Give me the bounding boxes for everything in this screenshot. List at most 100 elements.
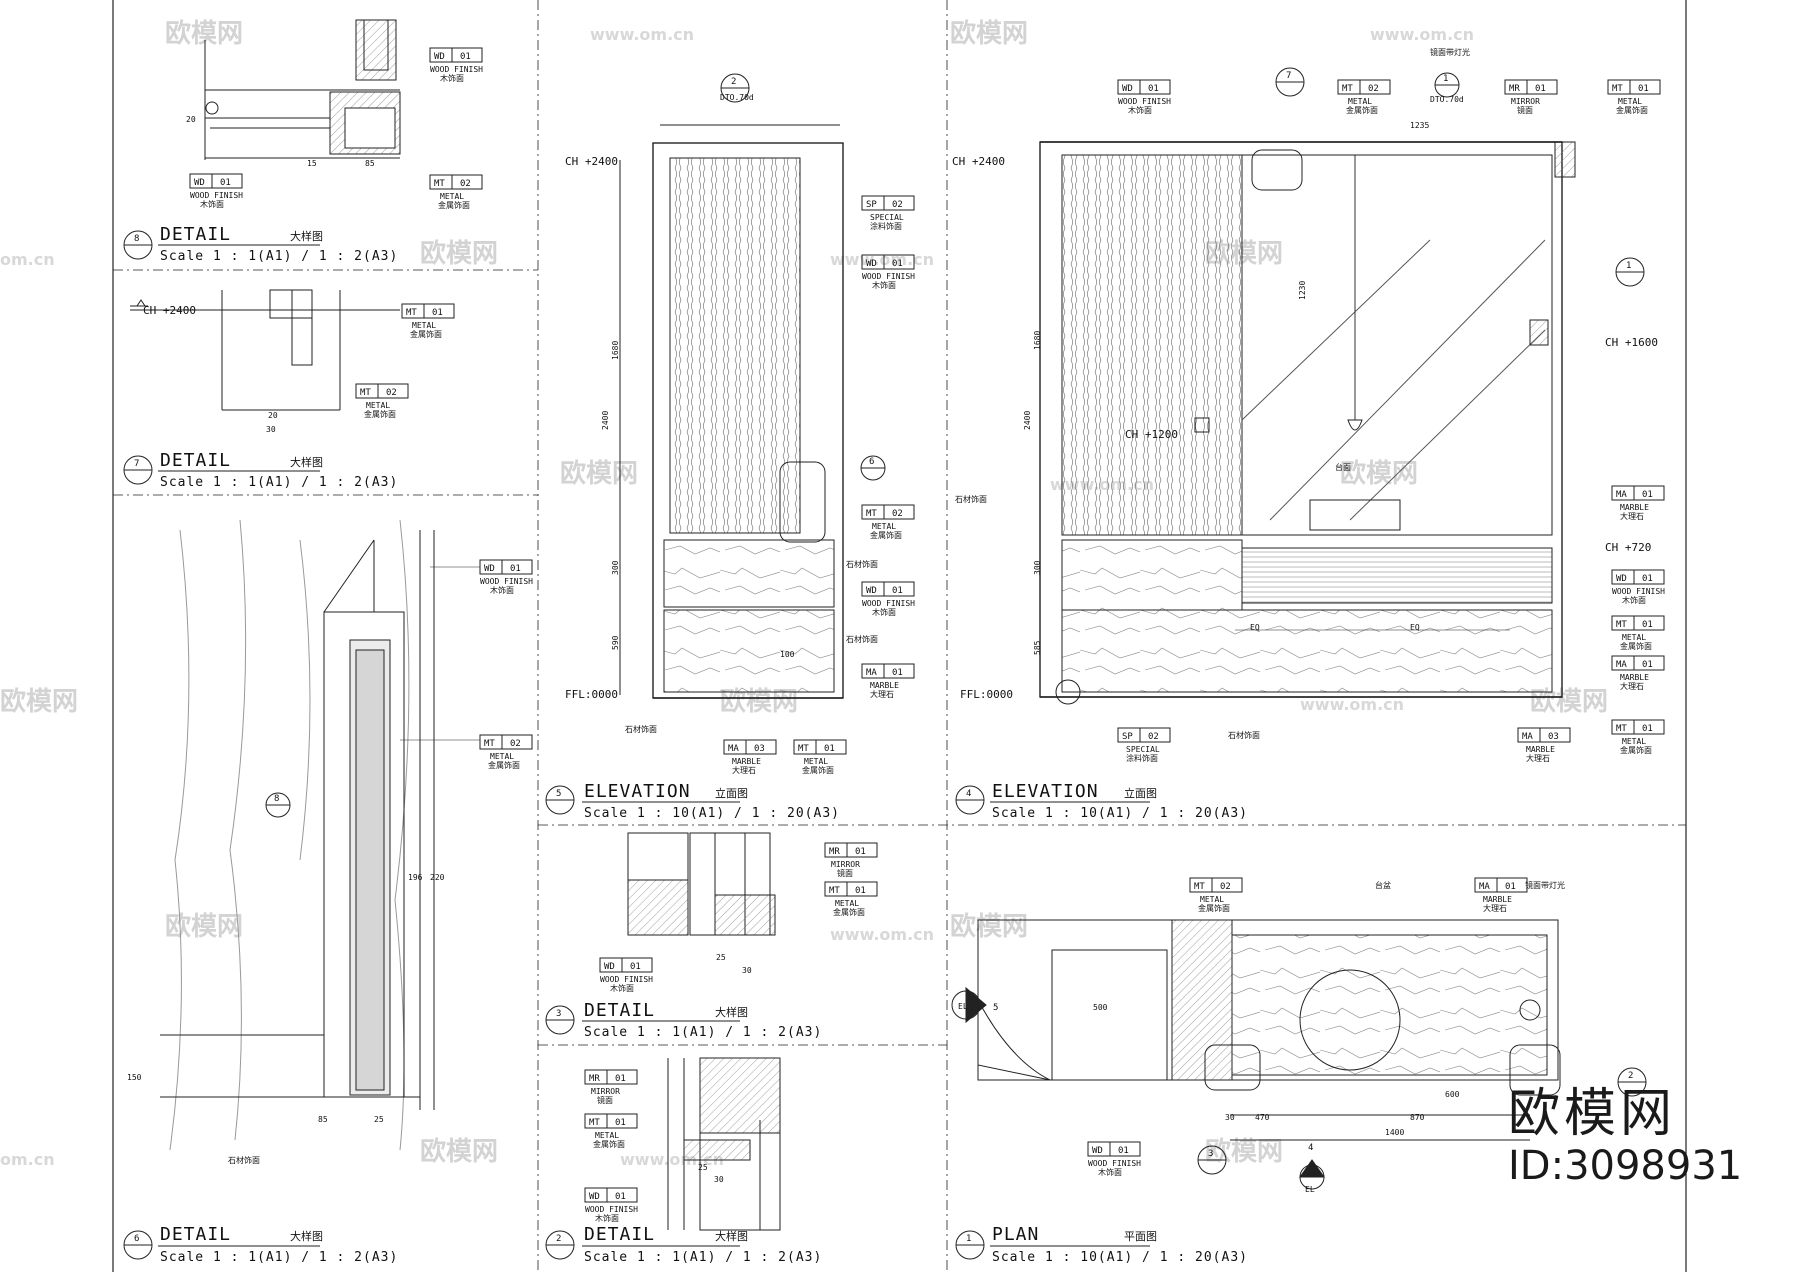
svg-text:02: 02 <box>1220 882 1231 892</box>
svg-text:大样图: 大样图 <box>290 455 323 469</box>
panel-1-tags: 2 3 5 4 EL EL 500 470 870 1400 600 30 台盆… <box>958 877 1633 1194</box>
svg-text:MARBLE: MARBLE <box>732 757 761 766</box>
panel-7-tags: CH +2400 MT 01 METAL 金属饰面 MT 02 METAL 金属… <box>143 303 455 434</box>
svg-text:金属饰面: 金属饰面 <box>364 409 396 419</box>
svg-text:MT: MT <box>1616 620 1627 630</box>
svg-text:镜面: 镜面 <box>597 1095 613 1105</box>
svg-text:MT: MT <box>1616 724 1627 734</box>
sheet-frame <box>112 0 1687 1272</box>
svg-text:WD: WD <box>1122 84 1133 94</box>
panel-2-title: 2 DETAIL 大样图 Scale 1 : 1(A1) / 1 : 2(A3) <box>545 1224 821 1265</box>
svg-text:METAL: METAL <box>412 321 436 330</box>
svg-text:MIRROR: MIRROR <box>591 1087 620 1096</box>
svg-text:METAL: METAL <box>366 401 390 410</box>
svg-text:01: 01 <box>1642 620 1653 630</box>
svg-text:EL: EL <box>1305 1185 1315 1194</box>
svg-text:涂料饰面: 涂料饰面 <box>870 221 902 231</box>
svg-text:石材饰面: 石材饰面 <box>228 1155 260 1165</box>
watermark-url: www.om.cn <box>830 250 934 269</box>
watermark-text: 欧模网 <box>420 238 498 269</box>
svg-text:镜面: 镜面 <box>1517 105 1533 115</box>
svg-text:01: 01 <box>630 962 641 972</box>
svg-text:2400: 2400 <box>601 411 610 430</box>
svg-text:CH +720: CH +720 <box>1605 541 1651 554</box>
svg-text:20: 20 <box>268 411 278 420</box>
svg-text:03: 03 <box>754 744 765 754</box>
svg-text:DTO.70d: DTO.70d <box>1430 95 1464 104</box>
panel-4-drawing <box>1039 67 1645 705</box>
svg-text:MARBLE: MARBLE <box>1526 745 1555 754</box>
svg-text:METAL: METAL <box>1622 737 1646 746</box>
svg-text:金属饰面: 金属饰面 <box>870 530 902 540</box>
svg-text:MARBLE: MARBLE <box>1620 673 1649 682</box>
svg-text:20: 20 <box>186 115 196 124</box>
svg-text:03: 03 <box>1548 732 1559 742</box>
svg-text:2: 2 <box>731 77 736 87</box>
svg-text:金属饰面: 金属饰面 <box>593 1139 625 1149</box>
panel-2-drawing <box>667 1057 781 1231</box>
svg-text:SPECIAL: SPECIAL <box>870 213 904 222</box>
svg-text:1400: 1400 <box>1385 1128 1404 1137</box>
svg-text:大理石: 大理石 <box>1620 511 1644 521</box>
panel-3-tags: MR 01 MIRROR 镜面 MT 01 METAL 金属饰面 WD 01 W… <box>599 842 878 993</box>
svg-text:金属饰面: 金属饰面 <box>1616 105 1648 115</box>
svg-text:30: 30 <box>742 966 752 975</box>
svg-text:大理石: 大理石 <box>732 765 756 775</box>
svg-text:MA: MA <box>728 744 739 754</box>
svg-text:470: 470 <box>1255 1113 1270 1122</box>
svg-text:MT: MT <box>1194 882 1205 892</box>
svg-text:01: 01 <box>1642 660 1653 670</box>
svg-text:02: 02 <box>460 179 471 189</box>
svg-text:木饰面: 木饰面 <box>440 73 464 83</box>
svg-text:WOOD FINISH: WOOD FINISH <box>600 975 653 984</box>
svg-text:01: 01 <box>1505 882 1516 892</box>
svg-text:1: 1 <box>966 1234 971 1244</box>
watermark-text: 欧模网 <box>1340 458 1418 489</box>
svg-text:石材饰面: 石材饰面 <box>846 559 878 569</box>
brand-watermark: 欧模网 ID:3098931 <box>1508 1085 1798 1189</box>
svg-text:MR: MR <box>1509 84 1520 94</box>
svg-text:Scale 1 : 10(A1) / 1 : 20(A3): Scale 1 : 10(A1) / 1 : 20(A3) <box>992 1250 1248 1265</box>
svg-text:石材饰面: 石材饰面 <box>955 494 987 504</box>
panel-4-tags: 7 1 DTO.70d 1 CH +2400 CH +1600 CH +1200… <box>952 47 1665 763</box>
svg-text:MT: MT <box>829 886 840 896</box>
svg-text:镜面带灯光: 镜面带灯光 <box>1525 880 1565 890</box>
svg-text:30: 30 <box>266 425 276 434</box>
svg-text:METAL: METAL <box>804 757 828 766</box>
svg-text:01: 01 <box>1642 574 1653 584</box>
svg-text:2400: 2400 <box>1023 411 1032 430</box>
svg-text:WOOD FINISH: WOOD FINISH <box>1612 587 1665 596</box>
svg-text:大理石: 大理石 <box>1620 681 1644 691</box>
svg-text:WOOD FINISH: WOOD FINISH <box>190 191 243 200</box>
panel-7-title: 7 DETAIL 大样图 Scale 1 : 1(A1) / 1 : 2(A3) <box>123 450 397 490</box>
svg-text:台盆: 台盆 <box>1375 880 1391 890</box>
svg-text:01: 01 <box>1642 724 1653 734</box>
panel-8-drawing <box>204 19 401 160</box>
svg-text:大样图: 大样图 <box>715 1005 748 1019</box>
svg-text:WD: WD <box>1092 1146 1103 1156</box>
panel-6-drawing <box>160 519 435 1151</box>
svg-text:DETAIL: DETAIL <box>160 450 231 471</box>
panel-8-title: 8 DETAIL 大样图 Scale 1 : 1(A1) / 1 : 2(A3) <box>123 224 397 264</box>
svg-text:大理石: 大理石 <box>870 689 894 699</box>
svg-text:MT: MT <box>1342 84 1353 94</box>
svg-text:02: 02 <box>510 739 521 749</box>
svg-text:1680: 1680 <box>1033 331 1042 350</box>
svg-text:EQ: EQ <box>1250 623 1260 632</box>
svg-text:石材饰面: 石材饰面 <box>1228 730 1260 740</box>
svg-text:金属饰面: 金属饰面 <box>1346 105 1378 115</box>
svg-text:SPECIAL: SPECIAL <box>1126 745 1160 754</box>
svg-text:CH +1600: CH +1600 <box>1605 336 1658 349</box>
svg-text:02: 02 <box>892 509 903 519</box>
svg-text:01: 01 <box>432 308 443 318</box>
watermark-url: om.cn <box>0 250 55 269</box>
svg-text:大理石: 大理石 <box>1483 903 1507 913</box>
svg-text:WD: WD <box>589 1192 600 1202</box>
svg-text:金属饰面: 金属饰面 <box>410 329 442 339</box>
svg-text:MA: MA <box>1522 732 1533 742</box>
svg-text:01: 01 <box>1638 84 1649 94</box>
panel-3-title: 3 DETAIL 大样图 Scale 1 : 1(A1) / 1 : 2(A3) <box>545 1000 821 1040</box>
svg-text:木饰面: 木饰面 <box>1128 105 1152 115</box>
svg-text:METAL: METAL <box>490 752 514 761</box>
watermark-url: www.om.cn <box>1370 25 1474 44</box>
